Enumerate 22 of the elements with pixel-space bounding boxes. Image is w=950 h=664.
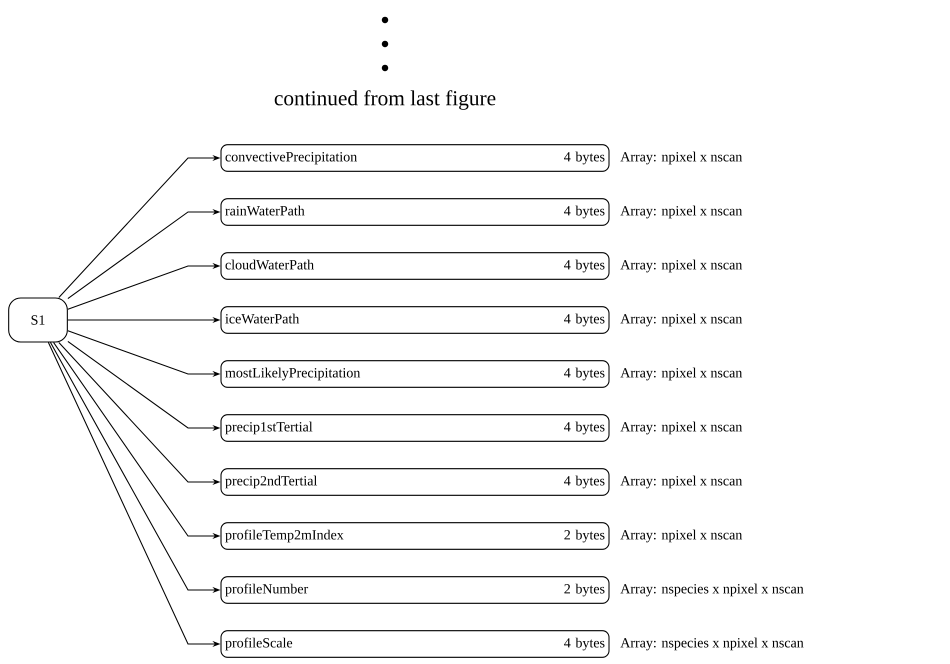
field-box: iceWaterPath 4 bytes xyxy=(220,306,610,334)
array-note: Array: nspecies x npixel x nscan xyxy=(620,584,804,596)
field-box: profileScale 4 bytes xyxy=(220,630,610,658)
field-box: convectivePrecipitation 4 bytes xyxy=(220,144,610,172)
array-note: Array: nspecies x npixel x nscan xyxy=(620,638,804,650)
field-box: rainWaterPath 4 bytes xyxy=(220,198,610,226)
continuation-note: continued from last figure xyxy=(274,90,496,110)
field-box: precip1stTertial 4 bytes xyxy=(220,414,610,442)
field-box: cloudWaterPath 4 bytes xyxy=(220,252,610,280)
array-note: Array: npixel x nscan xyxy=(620,368,742,380)
array-note: Array: npixel x nscan xyxy=(620,476,742,488)
start-node: S1 xyxy=(8,297,68,343)
field-box: precip2ndTertial 4 bytes xyxy=(220,468,610,496)
array-note: Array: npixel x nscan xyxy=(620,260,742,272)
array-note: Array: npixel x nscan xyxy=(620,206,742,218)
field-box: profileNumber 2 bytes xyxy=(220,576,610,604)
array-note: Array: npixel x nscan xyxy=(620,152,742,164)
field-box: profileTemp2mIndex 2 bytes xyxy=(220,522,610,550)
array-note: Array: npixel x nscan xyxy=(620,530,742,542)
array-note: Array: npixel x nscan xyxy=(620,314,742,326)
array-note: Array: npixel x nscan xyxy=(620,422,742,434)
field-box: mostLikelyPrecipitation 4 bytes xyxy=(220,360,610,388)
